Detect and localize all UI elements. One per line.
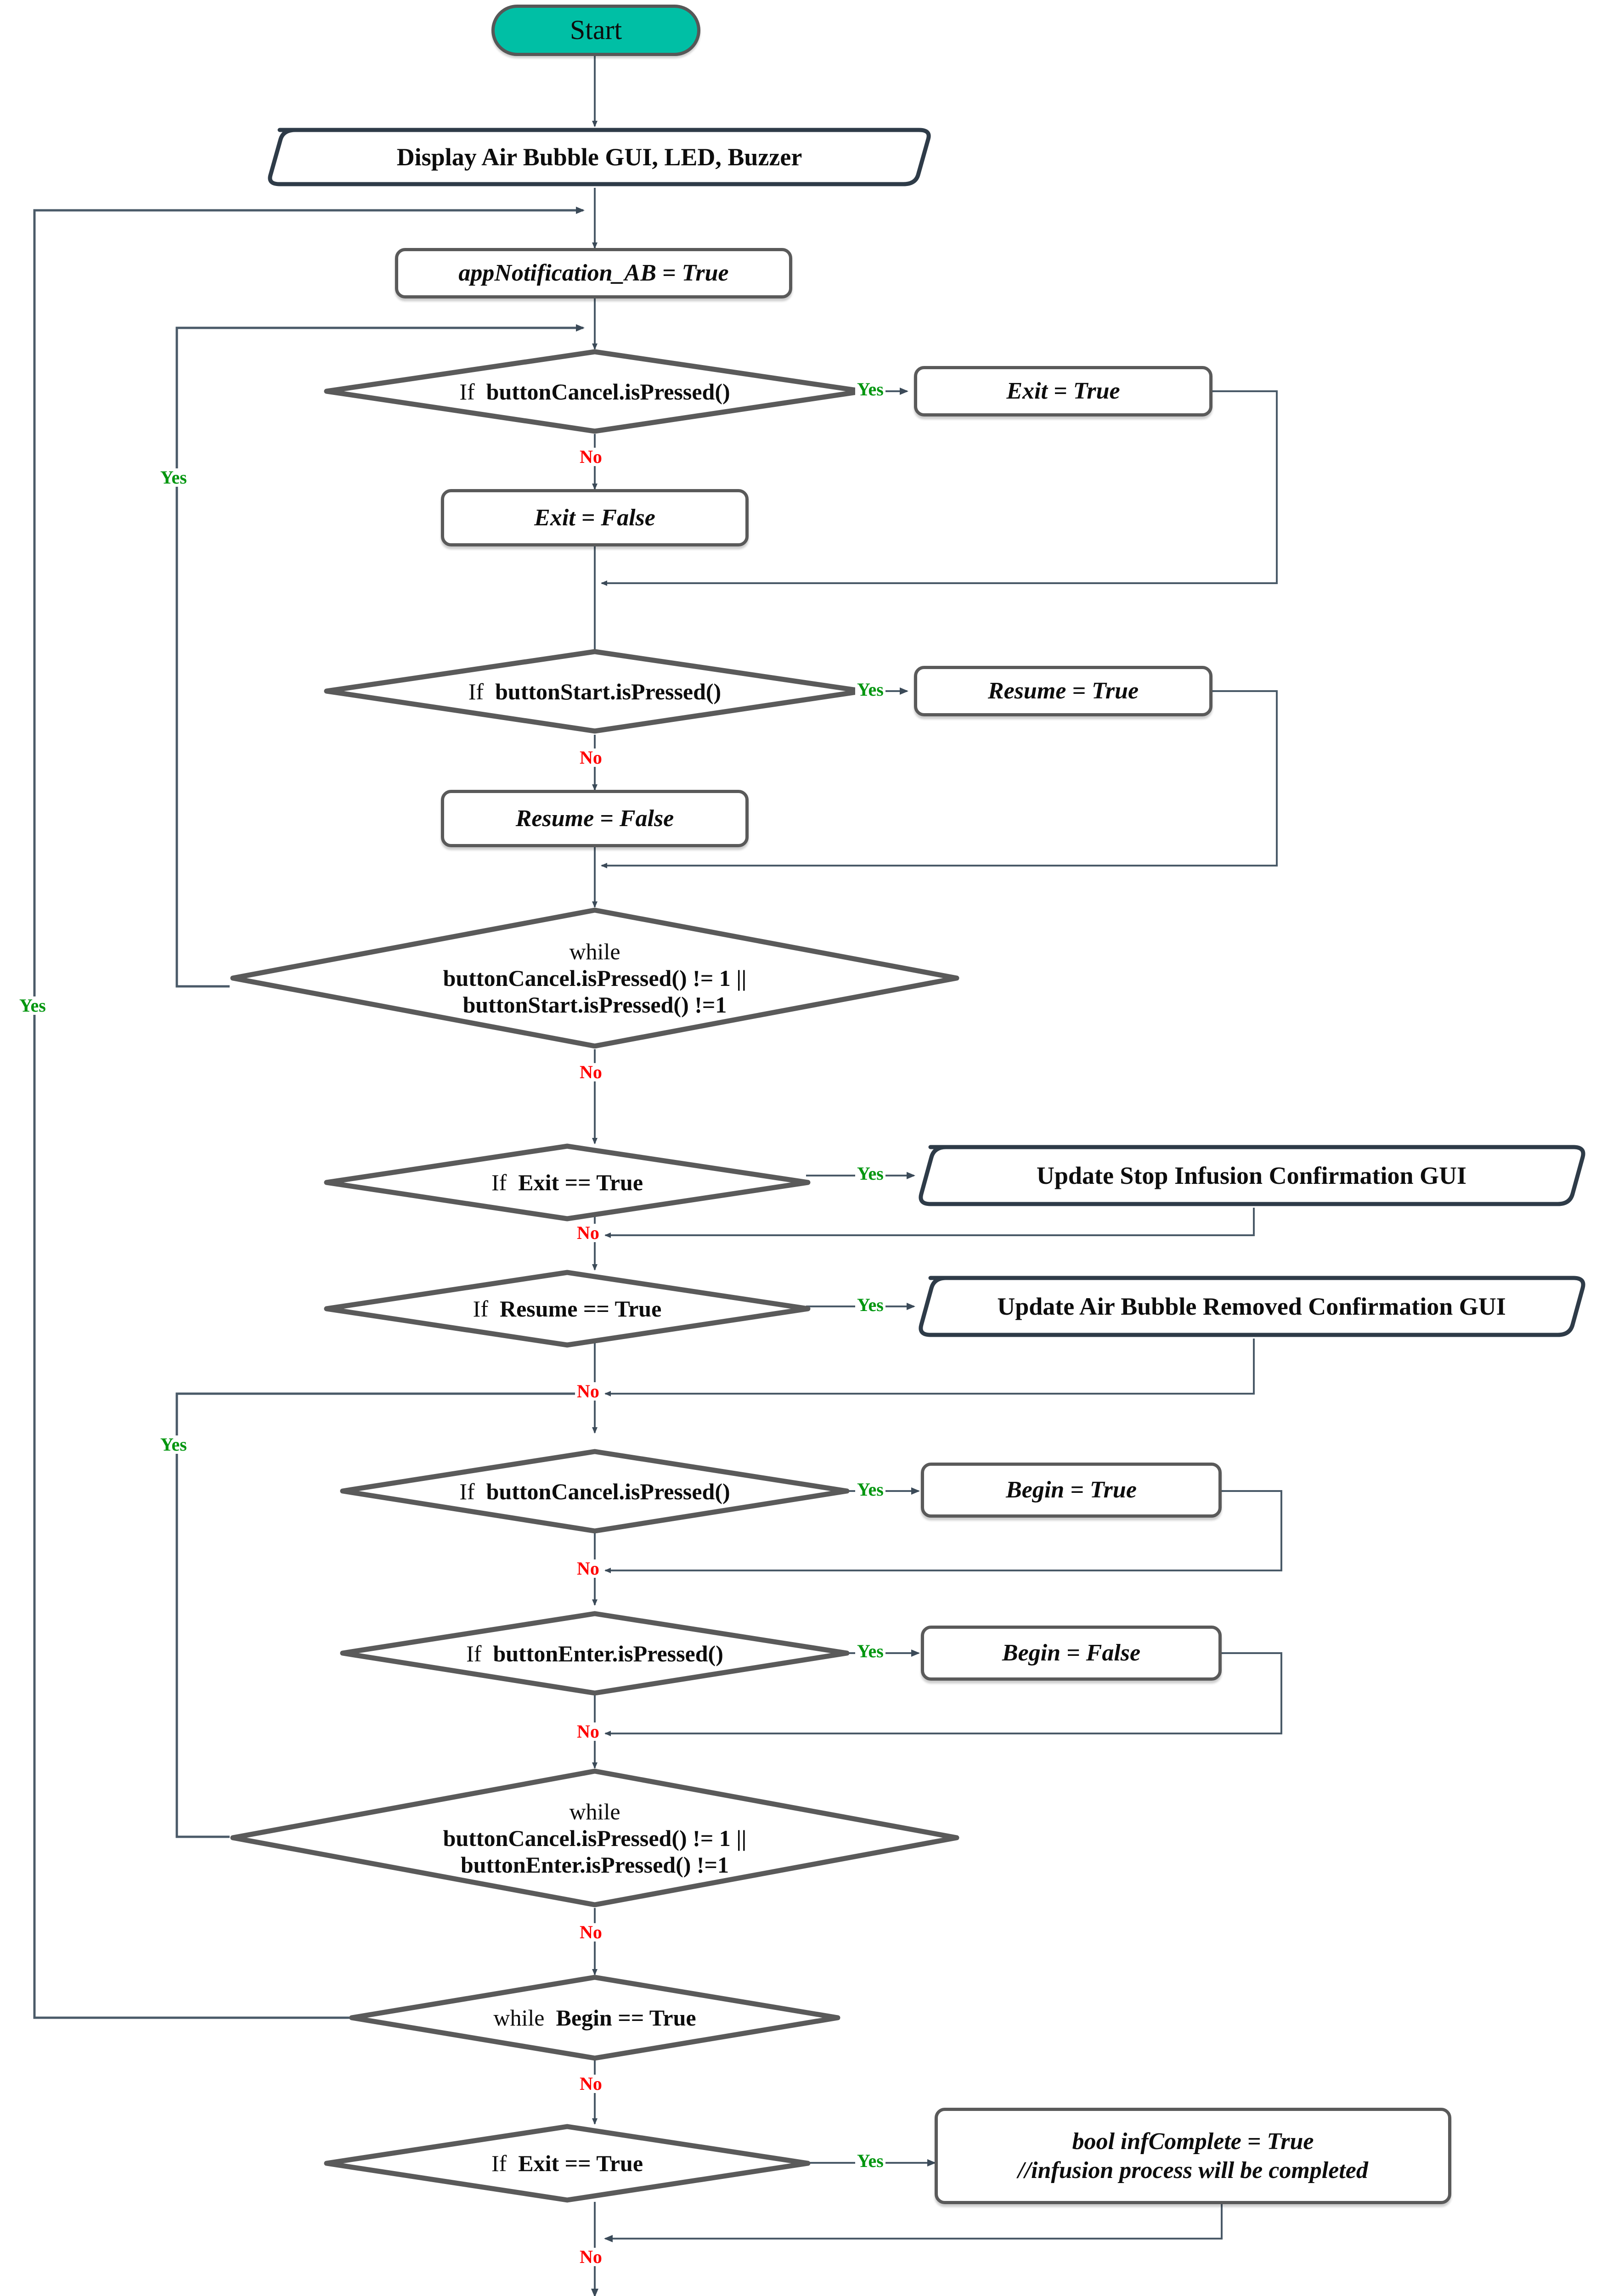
diamond-outline [340, 1611, 850, 1696]
node-if-button-start[interactable]: If buttonStart.isPressed() [324, 649, 866, 734]
node-begin-false-label: Begin = False [1002, 1640, 1141, 1666]
edge-label-yes-resume: Yes [855, 1296, 885, 1314]
node-begin-true[interactable]: Begin = True [921, 1463, 1222, 1518]
diamond-outline [349, 1975, 840, 2061]
display-shape-outline [919, 1145, 1585, 1206]
edge-label-yes-cancel-2: Yes [855, 1480, 885, 1499]
diamond-outline [324, 649, 866, 734]
edge-label-yes-start: Yes [855, 681, 885, 699]
edge-label-no-exit-1: No [575, 1224, 601, 1242]
diamond-outline [230, 907, 959, 1049]
edge-label-no-while-begin: No [578, 2075, 604, 2093]
node-display-air-bubble[interactable]: Display Air Bubble GUI, LED, Buzzer [264, 126, 935, 188]
diamond-outline [324, 2124, 811, 2203]
edge-label-yes-while-cancel-enter-loop: Yes [158, 1435, 189, 1454]
diamond-outline [324, 1270, 811, 1348]
edge-label-no-enter: No [575, 1722, 601, 1741]
edge-label-yes-exit-1: Yes [855, 1165, 885, 1183]
diamond-outline [324, 349, 866, 434]
edge-label-yes-cancel-1: Yes [855, 380, 885, 399]
node-if-button-cancel-1[interactable]: If buttonCancel.isPressed() [324, 349, 866, 434]
node-if-button-enter[interactable]: If buttonEnter.isPressed() [340, 1611, 850, 1696]
diamond-outline [230, 1768, 959, 1908]
node-if-exit-true-1[interactable]: If Exit == True [324, 1143, 811, 1221]
edge-label-yes-while-cancel-start-loop: Yes [158, 468, 189, 487]
node-resume-true[interactable]: Resume = True [914, 666, 1212, 716]
node-update-stop-infusion[interactable]: Update Stop Infusion Confirmation GUI [914, 1143, 1589, 1208]
node-resume-false-label: Resume = False [515, 805, 674, 832]
node-exit-false-label: Exit = False [534, 504, 655, 531]
node-start-label: Start [570, 15, 622, 45]
node-while-begin-true[interactable]: while Begin == True [349, 1975, 840, 2061]
node-while-cancel-enter[interactable]: while buttonCancel.isPressed() != 1 || b… [230, 1768, 960, 1908]
node-while-cancel-start[interactable]: while buttonCancel.isPressed() != 1 || b… [230, 907, 960, 1049]
diamond-outline [324, 1143, 811, 1221]
node-display-air-bubble-label: Display Air Bubble GUI, LED, Buzzer [396, 143, 802, 171]
node-start[interactable]: Start [491, 5, 700, 56]
edge-label-no-while-cancel-start: No [578, 1063, 604, 1081]
display-shape-outline [268, 128, 931, 186]
edge-label-no-while-cancel-enter: No [578, 1923, 604, 1941]
node-inf-complete-line1: bool infComplete = True [1072, 2128, 1314, 2155]
edge-label-yes-while-begin-loop: Yes [17, 996, 48, 1015]
node-app-notification-label: appNotification_AB = True [458, 260, 729, 287]
node-exit-true-label: Exit = True [1006, 378, 1120, 405]
node-inf-complete-line2: //infusion process will be completed [1018, 2157, 1368, 2183]
edge-label-no-exit-2: No [578, 2248, 604, 2266]
node-if-button-cancel-2[interactable]: If buttonCancel.isPressed() [340, 1449, 850, 1534]
node-exit-false[interactable]: Exit = False [441, 489, 749, 546]
node-resume-false[interactable]: Resume = False [441, 790, 749, 847]
node-update-air-bubble-removed-label: Update Air Bubble Removed Confirmation G… [997, 1293, 1506, 1320]
edge-label-yes-exit-2: Yes [855, 2152, 885, 2170]
node-exit-true[interactable]: Exit = True [914, 366, 1212, 416]
node-if-resume-true[interactable]: If Resume == True [324, 1270, 811, 1348]
node-resume-true-label: Resume = True [987, 678, 1139, 704]
node-update-stop-infusion-label: Update Stop Infusion Confirmation GUI [1036, 1162, 1467, 1189]
edge-label-no-start: No [578, 748, 604, 767]
edge-label-no-cancel-2: No [575, 1559, 601, 1578]
node-begin-true-label: Begin = True [1006, 1477, 1137, 1503]
edge-label-no-cancel-1: No [578, 448, 604, 466]
node-app-notification[interactable]: appNotification_AB = True [395, 248, 792, 298]
node-update-air-bubble-removed[interactable]: Update Air Bubble Removed Confirmation G… [914, 1274, 1589, 1339]
diamond-outline [340, 1449, 850, 1534]
node-begin-false[interactable]: Begin = False [921, 1626, 1222, 1681]
edge-label-no-resume: No [575, 1382, 601, 1401]
display-shape-outline [919, 1276, 1585, 1337]
edge-label-yes-enter: Yes [855, 1642, 885, 1660]
node-if-exit-true-2[interactable]: If Exit == True [324, 2124, 811, 2203]
node-inf-complete[interactable]: bool infComplete = True //infusion proce… [935, 2108, 1451, 2204]
